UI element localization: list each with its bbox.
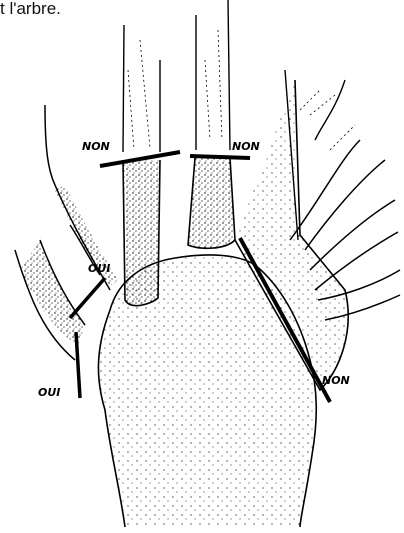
label-oui-upper: OUI <box>88 262 110 275</box>
left-upright-stub <box>123 160 160 306</box>
label-non-right: NON <box>322 374 350 387</box>
label-non-middle: NON <box>232 140 260 153</box>
label-oui-lower: OUI <box>38 386 60 399</box>
middle-upright-branch <box>196 0 230 150</box>
cut-line-non-middle <box>190 156 250 158</box>
left-upright-branch <box>123 25 160 152</box>
cut-line-oui-upper <box>70 278 105 318</box>
cut-line-oui-lower <box>76 332 80 398</box>
right-side-branch-1 <box>290 140 385 250</box>
label-non-left: NON <box>82 140 110 153</box>
middle-upright-stub <box>188 158 235 248</box>
